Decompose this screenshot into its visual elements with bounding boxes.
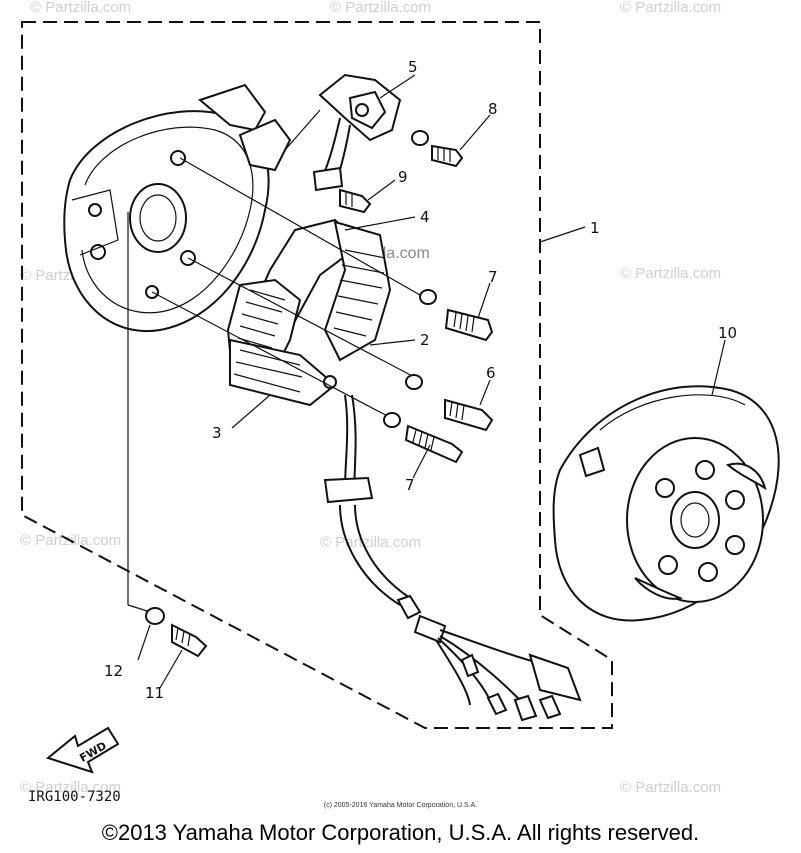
pickup-screw-8 [411, 130, 464, 168]
watermark: © Partzilla.com [320, 534, 421, 551]
callout-7-lower: 7 [405, 476, 415, 494]
callout-2: 2 [420, 331, 430, 349]
callout-12: 12 [104, 662, 123, 680]
stator-base-plate [63, 83, 292, 333]
pickup-coil [312, 73, 402, 192]
callout-1: 1 [590, 219, 600, 237]
watermark: © Partzilla.com [330, 0, 431, 16]
forward-arrow-icon: FWD [45, 726, 120, 774]
wire-harness [323, 394, 582, 722]
stator-coils [226, 218, 392, 407]
coil-screws [404, 308, 494, 464]
callout-6: 6 [486, 364, 496, 382]
callout-4: 4 [420, 208, 430, 226]
callout-5: 5 [408, 58, 418, 76]
small-copyright: (c) 2005-2016 Yamaha Motor Corporation, … [323, 802, 478, 809]
flywheel-rotor [552, 385, 780, 622]
assembly-boundary [21, 21, 613, 729]
callouts: 1 2 3 4 5 6 7 7 8 9 10 11 12 [104, 58, 737, 702]
watermark: © Partzilla.com [620, 265, 721, 282]
watermark: © Partzilla.com [620, 0, 721, 16]
watermark: © Partzilla.com [30, 0, 131, 16]
pickup-screw-9 [339, 188, 372, 214]
callout-7-upper: 7 [488, 268, 498, 286]
washers [383, 289, 437, 428]
plate-screw-11 [145, 607, 208, 658]
callout-11: 11 [145, 684, 164, 702]
diagram-code: IRG100-7320 [28, 789, 121, 805]
callout-8: 8 [488, 100, 498, 118]
watermark: © Partzilla.com [620, 779, 721, 796]
callout-9: 9 [398, 168, 408, 186]
leader-lines [137, 74, 726, 689]
copyright-notice: ©2013 Yamaha Motor Corporation, U.S.A. A… [101, 820, 700, 845]
callout-10: 10 [718, 324, 737, 342]
guide-lines [127, 109, 421, 616]
watermark: © Partzilla.com [20, 779, 121, 796]
callout-3: 3 [212, 424, 222, 442]
